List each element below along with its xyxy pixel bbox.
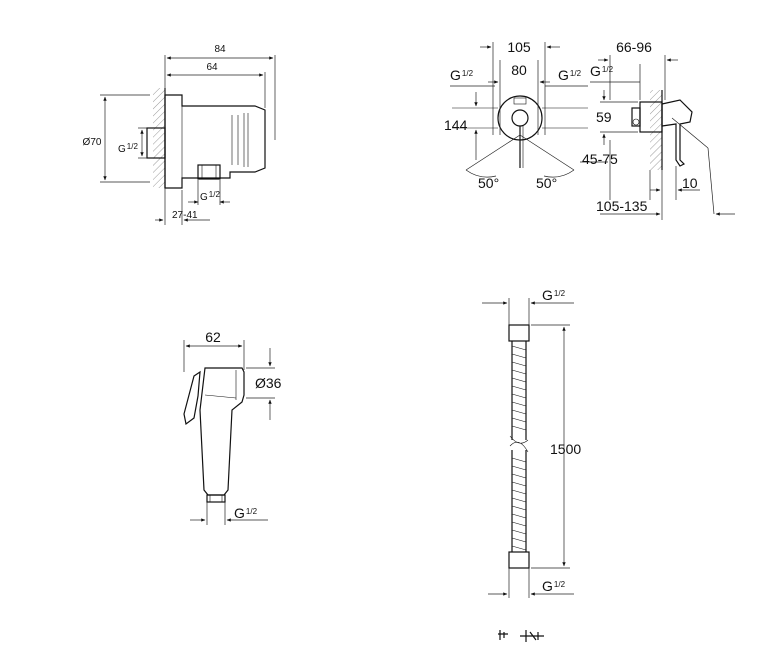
wall-outlet-dim-84: 84: [214, 44, 226, 55]
mixer-angle-right: 50°: [536, 175, 557, 191]
mixer-thread-right: G1/2: [558, 67, 582, 83]
hose-top-nut: [508, 324, 530, 342]
wall-outlet-dim-diameter: Ø70: [83, 137, 102, 148]
mixer-side-dim-10: 10: [682, 175, 698, 191]
wall-hatch: [153, 88, 165, 188]
hose-dim-1500: 1500: [550, 441, 581, 457]
mixer-dim-105: 105: [507, 39, 531, 55]
mixer-wall-hatch: [650, 90, 662, 170]
wall-outlet-drawing: 84 64 Ø70 G1/2 G1/2 27-41: [83, 44, 276, 225]
mixer-side-dim-66-96: 66-96: [616, 39, 652, 55]
projection-symbol-icon: [498, 630, 544, 642]
hand-spray-body: [199, 367, 245, 496]
wall-outlet-thread-left: G1/2: [118, 142, 138, 155]
mixer-thread-left: G1/2: [450, 67, 474, 83]
hand-spray-thread: G1/2: [234, 505, 258, 521]
hand-spray-lever: [183, 370, 201, 426]
hand-spray-dim-diameter: Ø36: [255, 375, 282, 391]
mixer-angle-left: 50°: [478, 175, 499, 191]
mixer-dim-80: 80: [511, 62, 527, 78]
hand-spray-dim-62: 62: [205, 329, 221, 345]
mixer-side-dim-105-135: 105-135: [596, 198, 648, 214]
mixer-side-dim-59: 59: [596, 109, 612, 125]
wall-outlet-thread-bottom: G1/2: [200, 190, 220, 203]
mixer-side-drawing: 66-96 G1/2 59 45-75 10 105-135: [580, 39, 735, 220]
hose-drawing: G1/2 1500 G1/2: [482, 287, 581, 598]
mixer-side-dim-45-75: 45-75: [582, 151, 618, 167]
wall-outlet-dim-64: 64: [206, 62, 218, 73]
mixer-side-thread: G1/2: [590, 63, 614, 79]
wall-outlet-dim-27-41: 27-41: [172, 210, 198, 221]
mixer-dim-144: 144: [444, 117, 468, 133]
hose-bottom-nut: [508, 551, 530, 569]
hose-thread-bottom: G1/2: [542, 578, 566, 594]
hose-coils: [511, 345, 527, 551]
hose-thread-top: G1/2: [542, 287, 566, 303]
hand-spray-drawing: 62 Ø36 G1/2: [183, 329, 282, 525]
mixer-front-drawing: 105 80 G1/2 G1/2 144 50° 50°: [444, 39, 588, 191]
